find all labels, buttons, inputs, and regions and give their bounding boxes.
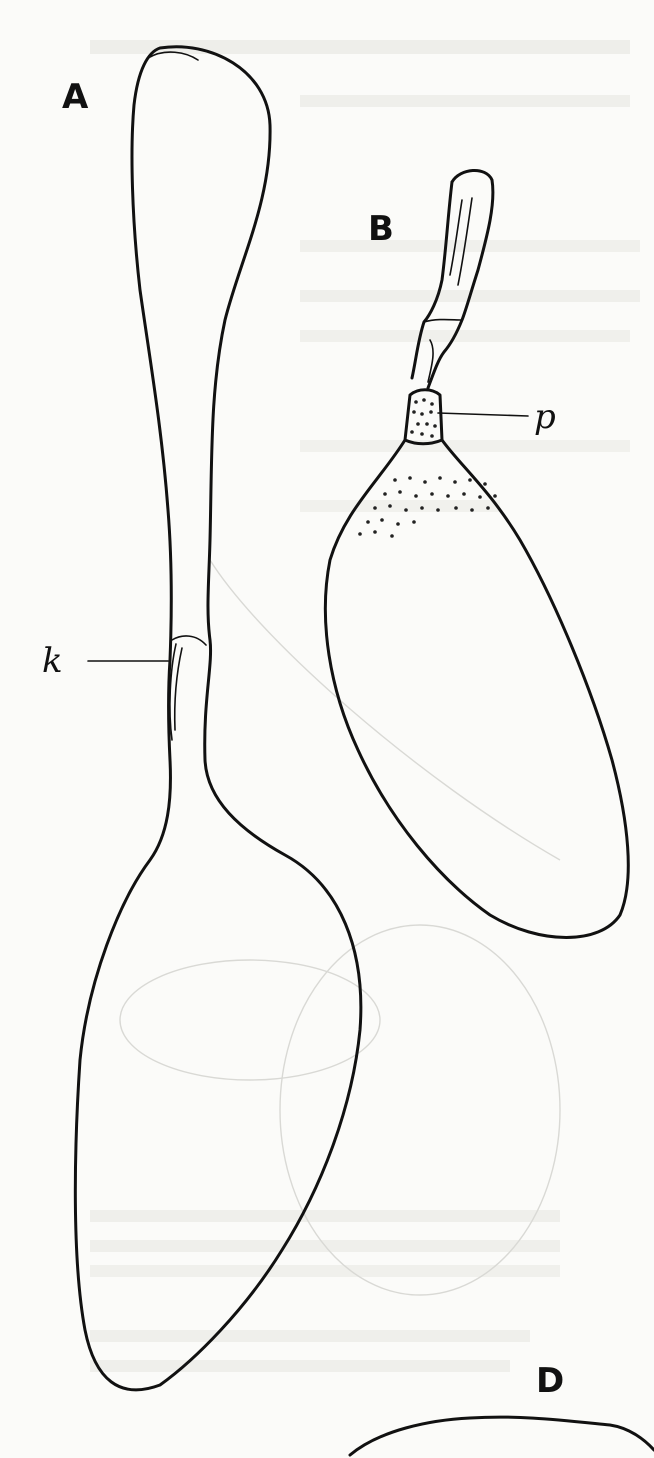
- panel-label-d: D: [536, 1361, 564, 1401]
- thickening-k: [172, 636, 206, 645]
- pointer-label-k: k: [42, 641, 63, 681]
- panel-label-b: B: [368, 209, 394, 249]
- cell-d-outline: [350, 1417, 654, 1455]
- panel-d-drawing: [350, 1417, 654, 1455]
- panel-label-a: A: [62, 77, 89, 117]
- plug-p: [405, 390, 442, 444]
- cell-b-outline: [325, 440, 628, 938]
- stalk-outline: [428, 170, 493, 388]
- panel-b-drawing: [325, 170, 628, 937]
- pointer-label-p: p: [534, 397, 556, 437]
- show-through-traces: [90, 40, 640, 1372]
- pointer-line-p: [438, 413, 528, 416]
- granular-stippling: [358, 398, 497, 538]
